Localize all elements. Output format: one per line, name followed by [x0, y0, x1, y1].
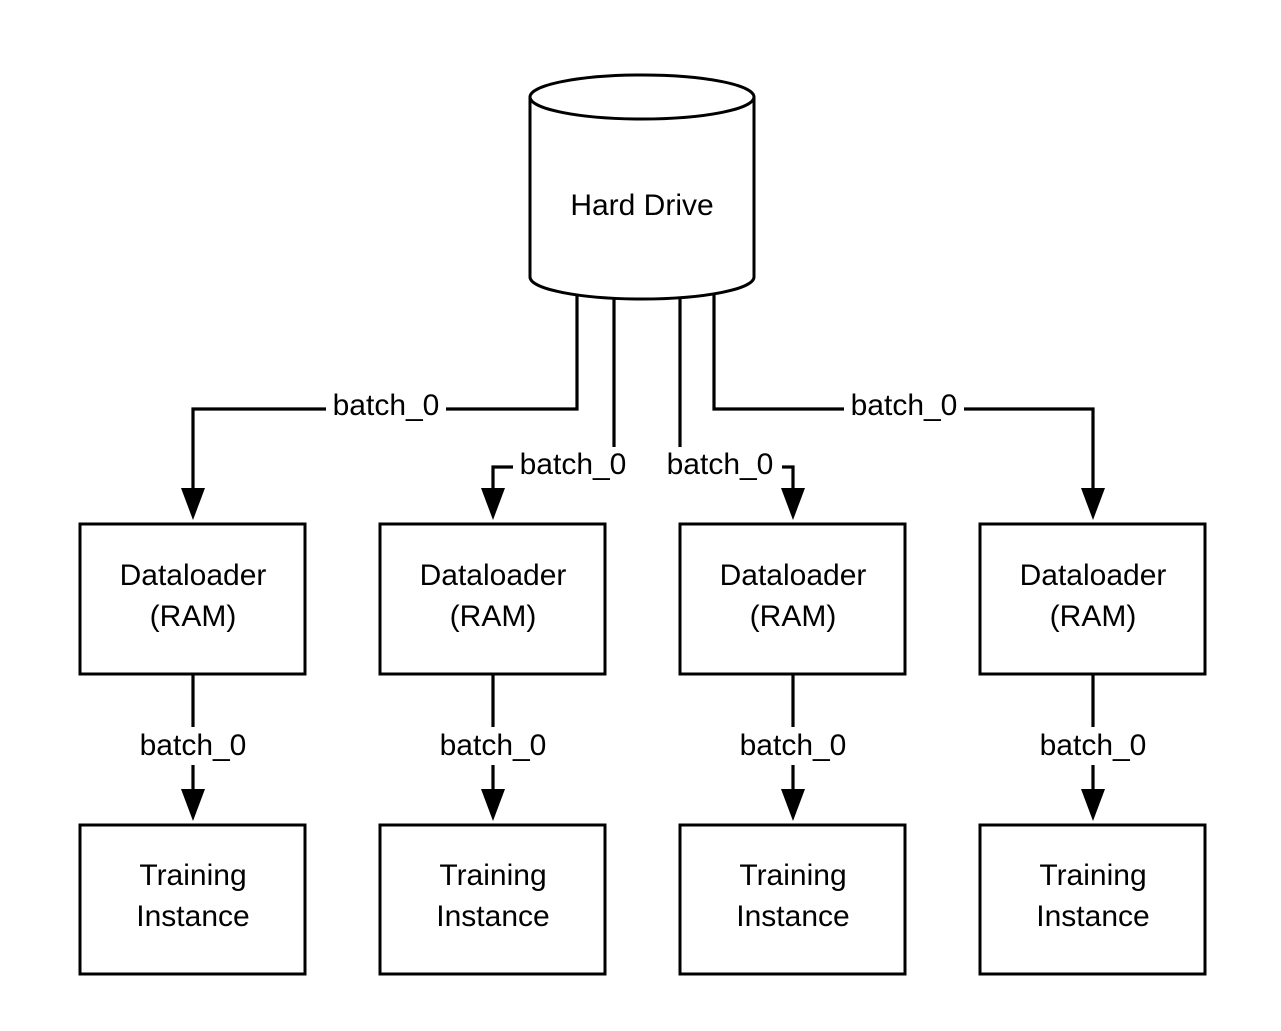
dataloader-node: Dataloader (RAM) — [678, 522, 907, 676]
dataloader-node: Dataloader (RAM) — [378, 522, 607, 676]
dataloader-label-line2: (RAM) — [450, 600, 537, 633]
edge-label-drive-loader-4: batch_0 — [851, 389, 958, 422]
training-instance-label-line2: Instance — [136, 900, 249, 933]
edge-label-drive-loader-3: batch_0 — [667, 448, 774, 481]
training-instance-label-line2: Instance — [436, 900, 549, 933]
arrowhead — [481, 789, 505, 821]
training-instance-node: Training Instance — [378, 823, 607, 976]
training-instance-label-line2: Instance — [1036, 900, 1149, 933]
dataloader-label-line2: (RAM) — [750, 600, 837, 633]
dataloader-label-line1: Dataloader — [720, 559, 867, 592]
training-instance-nodes: Training Instance Training Instance Trai… — [78, 823, 1207, 976]
dataloader-node: Dataloader (RAM) — [978, 522, 1207, 676]
dataloader-node: Dataloader (RAM) — [78, 522, 307, 676]
dataloader-label-line1: Dataloader — [120, 559, 267, 592]
edge-label-loader-instance-2: batch_0 — [440, 729, 547, 762]
training-instance-node: Training Instance — [78, 823, 307, 976]
hard-drive-node: Hard Drive — [528, 73, 756, 301]
dataloader-label-line1: Dataloader — [420, 559, 567, 592]
arrowhead — [481, 488, 505, 520]
edge-label-drive-loader-2: batch_0 — [520, 448, 627, 481]
cylinder-top — [528, 73, 756, 121]
training-instance-label-line1: Training — [139, 859, 246, 892]
edge-drive-loader-3b — [782, 465, 795, 492]
dataloader-label-line2: (RAM) — [150, 600, 237, 633]
edge-label-loader-instance-4: batch_0 — [1040, 729, 1147, 762]
dataloader-label-line1: Dataloader — [1020, 559, 1167, 592]
arrowhead — [181, 488, 205, 520]
arrowhead — [781, 789, 805, 821]
arrowhead — [781, 488, 805, 520]
cylinder-body — [528, 97, 756, 301]
dataloader-label-line2: (RAM) — [1050, 600, 1137, 633]
dataloader-nodes: Dataloader (RAM) Dataloader (RAM) Datalo… — [78, 522, 1207, 676]
arrowhead — [181, 789, 205, 821]
training-instance-node: Training Instance — [678, 823, 907, 976]
arrowhead — [1081, 789, 1105, 821]
training-instance-label-line2: Instance — [736, 900, 849, 933]
hard-drive-label: Hard Drive — [570, 189, 713, 222]
edge-label-drive-loader-1: batch_0 — [333, 389, 440, 422]
training-instance-label-line1: Training — [439, 859, 546, 892]
loader-to-instance-edges: batch_0 batch_0 batch_0 batch_0 — [131, 674, 1155, 821]
training-instance-label-line1: Training — [1039, 859, 1146, 892]
edge-label-loader-instance-3: batch_0 — [740, 729, 847, 762]
training-instance-label-line1: Training — [739, 859, 846, 892]
edge-label-loader-instance-1: batch_0 — [140, 729, 247, 762]
arrowhead — [1081, 488, 1105, 520]
training-instance-node: Training Instance — [978, 823, 1207, 976]
drive-to-loader-edges: batch_0 batch_0 batch_0 batch_0 — [181, 295, 1105, 520]
